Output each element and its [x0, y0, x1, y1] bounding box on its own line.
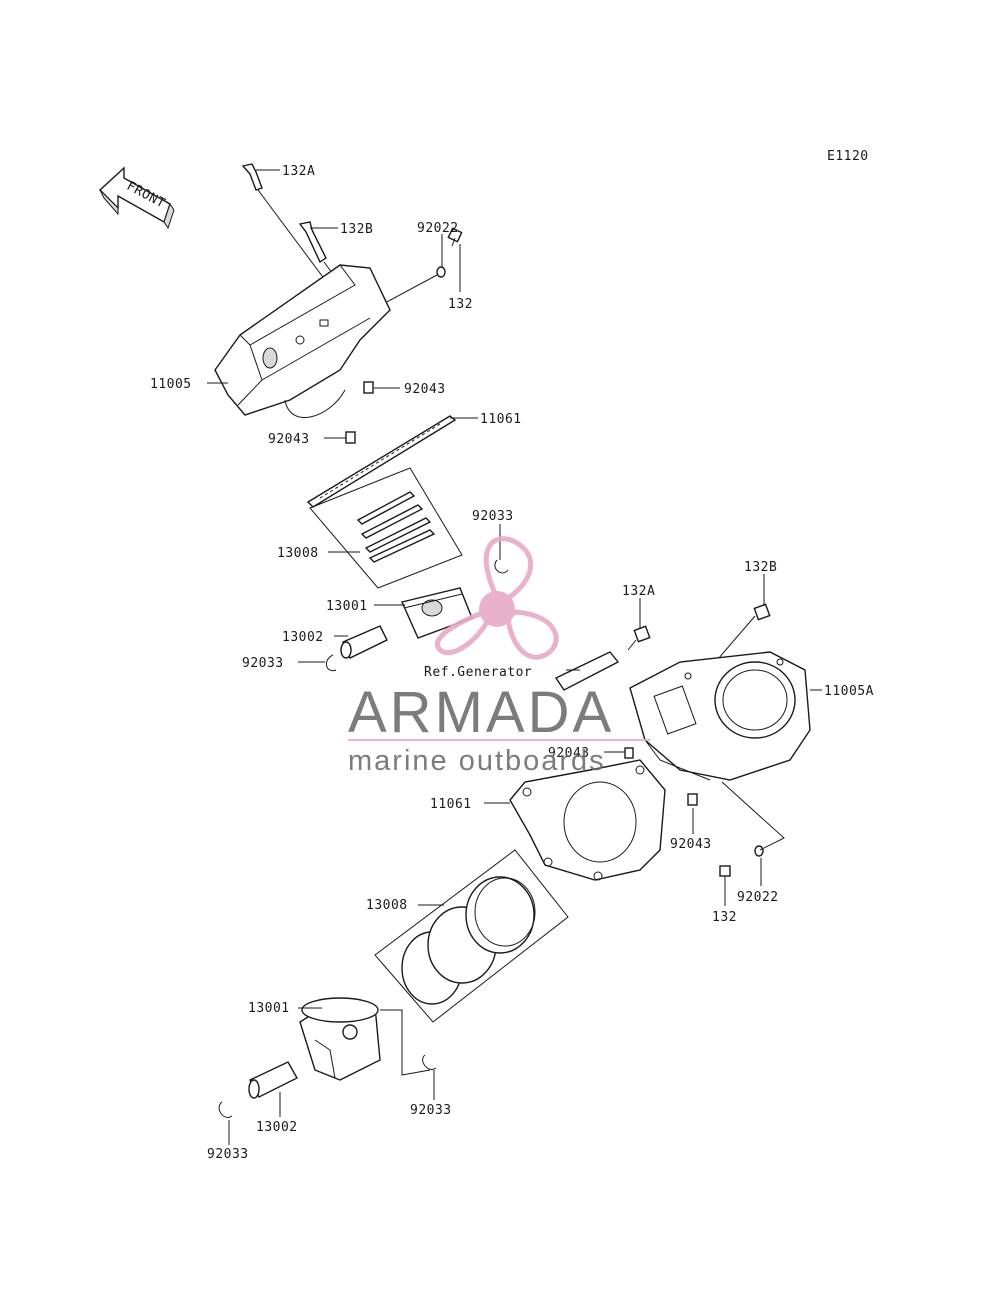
diagram-code: E1120 [827, 149, 869, 164]
callout-11005: 11005 [150, 377, 192, 392]
callout-132-mid: 132 [712, 910, 737, 925]
pin-13002-top [340, 625, 388, 659]
watermark-tagline: marine outboards [348, 745, 606, 777]
circlip-92033-left [325, 654, 337, 672]
callout-132a-top: 132A [282, 164, 315, 179]
callout-132-top: 132 [448, 297, 473, 312]
callout-92043-c: 92043 [548, 746, 590, 761]
gasket-11061-mid [509, 759, 666, 881]
dowel-92043-b [345, 431, 356, 444]
circlip-92033-low [422, 1054, 437, 1070]
dowel-92043-c [624, 747, 634, 759]
callout-13001-top: 13001 [326, 599, 368, 614]
front-arrow-icon: FRONT [98, 166, 175, 230]
bolt-132a-mid [627, 625, 651, 651]
callout-132a-mid: 132A [622, 584, 655, 599]
dowel-92043-a [363, 381, 374, 394]
bolt-132-top [447, 227, 463, 247]
pin-13002-low [248, 1061, 298, 1099]
callout-13002-top: 13002 [282, 630, 324, 645]
callout-92033-top: 92033 [472, 509, 514, 524]
callout-92043-a: 92043 [404, 382, 446, 397]
piston-rings-13008-low [374, 849, 569, 1023]
callout-132b-mid: 132B [744, 560, 777, 575]
piston-13001-low [299, 997, 381, 1081]
circlip-92033-bottom [218, 1101, 233, 1118]
callout-92043-d: 92043 [670, 837, 712, 852]
callout-13008-low: 13008 [366, 898, 408, 913]
callout-92033-bottom: 92033 [207, 1147, 249, 1162]
callout-11061-mid: 11061 [430, 797, 472, 812]
watermark: ARMADA marine outboards [348, 536, 650, 777]
ref-generator-label: Ref.Generator [424, 665, 532, 680]
washer-92022-top [436, 266, 446, 278]
callout-92033-low: 92033 [410, 1103, 452, 1118]
bolt-132-mid [719, 865, 731, 882]
propeller-icon [435, 536, 559, 660]
callout-13008-top: 13008 [277, 546, 319, 561]
piston-rings-13008-top [309, 467, 463, 589]
callout-labels: 132A 132B 92022 132 11005 92043 11061 92… [150, 164, 874, 1162]
washer-92022-mid [754, 845, 764, 857]
callout-11061-top: 11061 [480, 412, 522, 427]
callout-92043-b: 92043 [268, 432, 310, 447]
callout-132b-top: 132B [340, 222, 373, 237]
circlip-92033-top [494, 559, 509, 574]
gasket-11061-top [306, 415, 457, 508]
callout-92022-top: 92022 [417, 221, 459, 236]
cylinder-11005a [629, 651, 811, 781]
callout-13001-low: 13001 [248, 1001, 290, 1016]
watermark-brand: ARMADA [348, 680, 614, 745]
callout-92033-left: 92033 [242, 656, 284, 671]
piston-13001-top [401, 587, 473, 639]
cylinder-11005 [214, 264, 391, 418]
ref-generator-part [554, 651, 620, 691]
callout-13002-low: 13002 [256, 1120, 298, 1135]
callout-11005a: 11005A [824, 684, 874, 699]
callout-92022-mid: 92022 [737, 890, 779, 905]
dowel-92043-d [687, 793, 698, 806]
leader-lines [207, 169, 822, 1145]
